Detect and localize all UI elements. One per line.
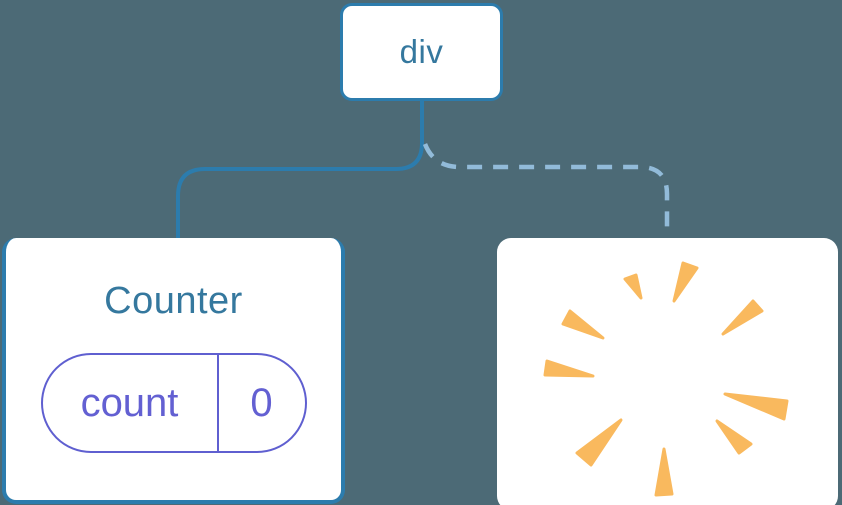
div-node-label: div: [399, 33, 444, 70]
state-value-label: 0: [250, 380, 273, 425]
tree-node-removed: [497, 238, 838, 505]
edge-div-counter: [176, 101, 424, 240]
tree-node-counter: Counter count 0: [2, 238, 345, 504]
tree-node-div: div: [340, 3, 503, 101]
state-pill: count 0: [40, 353, 307, 453]
counter-title: Counter: [104, 280, 243, 322]
state-key-cell: count: [43, 355, 219, 451]
state-key-label: count: [80, 380, 179, 425]
state-value-cell: 0: [219, 355, 305, 451]
poof-icon: [543, 261, 789, 496]
edge-div-removed: [422, 143, 670, 237]
